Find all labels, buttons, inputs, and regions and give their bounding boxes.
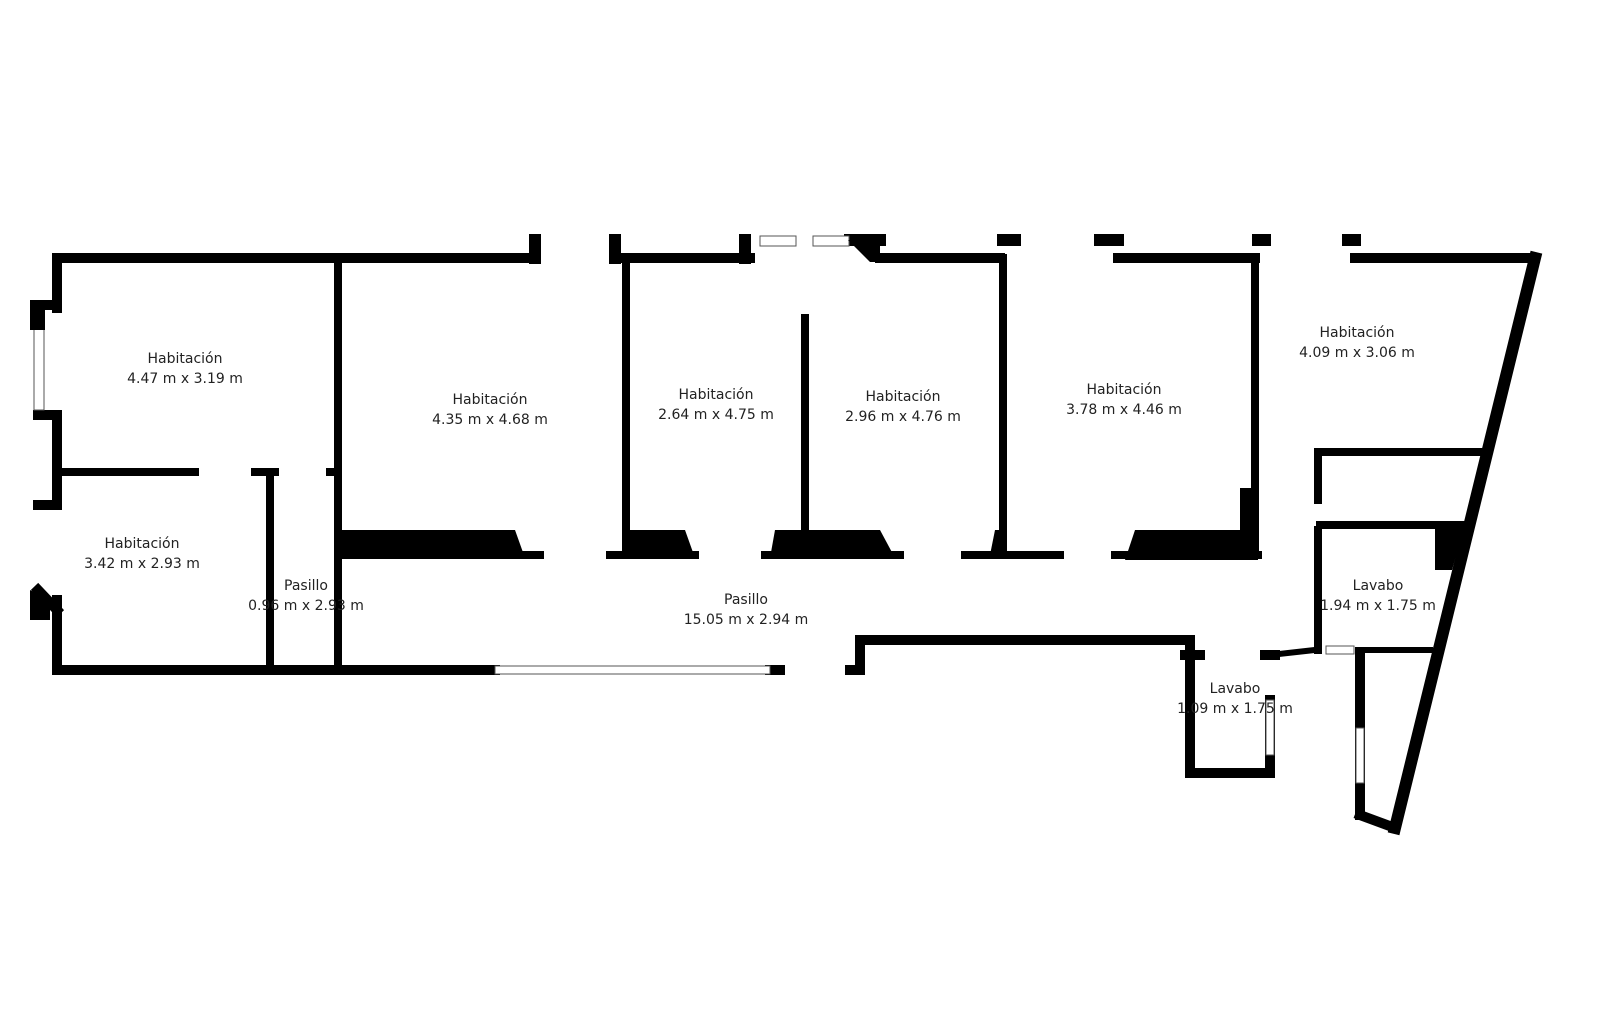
wall: [1353, 808, 1402, 835]
wall-block: [338, 530, 525, 558]
wall-block: [1435, 525, 1465, 570]
wall-block: [848, 240, 880, 262]
wall-block: [1125, 488, 1258, 560]
wall-block: [30, 300, 45, 330]
window: [1325, 645, 1355, 655]
window: [494, 665, 771, 675]
window: [1265, 699, 1275, 756]
window: [812, 235, 850, 247]
wall: [1266, 646, 1319, 659]
window: [1355, 727, 1365, 784]
wall-block: [30, 590, 50, 620]
wall: [1387, 250, 1543, 836]
wall-block: [990, 530, 1003, 555]
wall-fills: [30, 240, 1465, 620]
window: [759, 235, 797, 247]
wall-block: [770, 530, 895, 558]
wall-block: [626, 530, 695, 558]
windows: [33, 235, 1365, 784]
